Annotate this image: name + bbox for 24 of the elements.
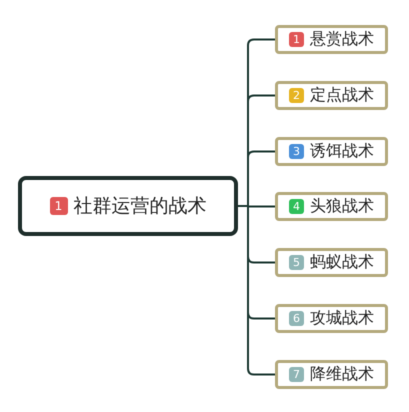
subtopic-box (275, 137, 388, 166)
number-badge: 3 (289, 144, 304, 159)
topic-label: 攻城战术 (310, 308, 374, 329)
subtopic-box (275, 192, 388, 221)
number-badge: 6 (289, 311, 304, 326)
topic-label: 诱饵战术 (310, 141, 374, 162)
number-badge: 4 (289, 199, 304, 214)
topic-label: 头狼战术 (310, 196, 374, 217)
number-badge: 7 (289, 367, 304, 382)
number-badge: 5 (289, 255, 304, 270)
topic-box (18, 176, 238, 236)
subtopic-box (275, 304, 388, 333)
topic-label: 降维战术 (310, 364, 374, 385)
subtopic-box (275, 360, 388, 389)
number-badge: 2 (289, 88, 304, 103)
subtopic-box (275, 248, 388, 277)
subtopic-box (275, 25, 388, 54)
topic-label: 社群运营的战术 (74, 194, 206, 219)
number-badge: 1 (50, 197, 68, 215)
topic-label: 蚂蚁战术 (310, 252, 374, 273)
number-badge: 1 (289, 32, 304, 47)
subtopic-box (275, 81, 388, 110)
topic-label: 悬赏战术 (310, 29, 374, 50)
topic-label: 定点战术 (310, 85, 374, 106)
